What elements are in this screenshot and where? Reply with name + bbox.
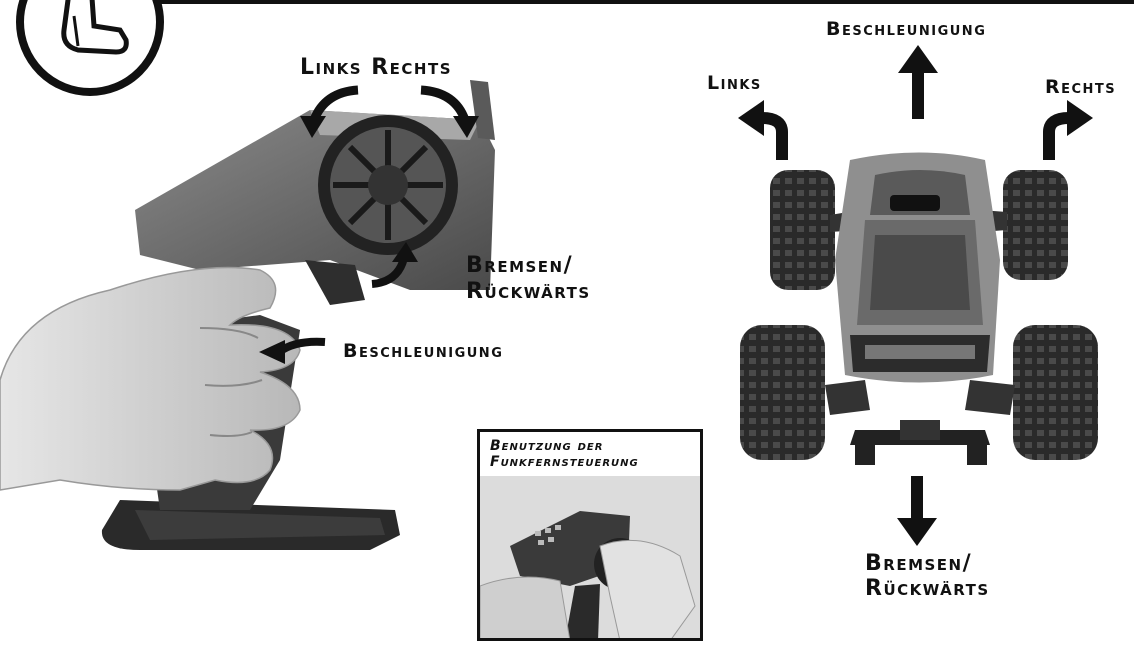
steering-right-arrow bbox=[420, 85, 479, 138]
inset-title: Benutzung der Funkfernsteuerung bbox=[490, 438, 639, 470]
brake-arrow bbox=[371, 242, 418, 288]
brake-label-line1: Bremsen/ bbox=[466, 253, 574, 278]
throttle-label: Beschleunigung bbox=[343, 340, 504, 362]
transmitter-photo bbox=[0, 80, 495, 550]
reverse-label-line1: Bremsen/ bbox=[865, 551, 973, 576]
steering-left-arrow bbox=[300, 85, 359, 138]
steering-label: Links Rechts bbox=[300, 55, 453, 80]
inset-title-line2: Funkfernsteuerung bbox=[490, 454, 639, 471]
inset-title-line1: Benutzung der bbox=[490, 438, 604, 454]
inset-panel: Benutzung der Funkfernsteuerung bbox=[477, 429, 703, 641]
left-label: Links bbox=[707, 72, 762, 94]
brake-label-line2: Rückwärts bbox=[466, 279, 591, 304]
forward-arrow bbox=[898, 45, 938, 119]
right-label: Rechts bbox=[1045, 76, 1117, 98]
reverse-arrow bbox=[897, 476, 937, 546]
header-rule bbox=[150, 0, 1134, 4]
throttle-arrow bbox=[259, 337, 326, 364]
truck-photo bbox=[740, 152, 1098, 465]
transmitter-section-icon bbox=[16, 0, 164, 96]
left-turn-arrow bbox=[738, 100, 788, 160]
inset-photo bbox=[480, 476, 700, 638]
right-turn-arrow bbox=[1043, 100, 1093, 160]
forward-label: Beschleunigung bbox=[826, 18, 987, 40]
reverse-label-line2: Rückwärts bbox=[865, 576, 990, 601]
